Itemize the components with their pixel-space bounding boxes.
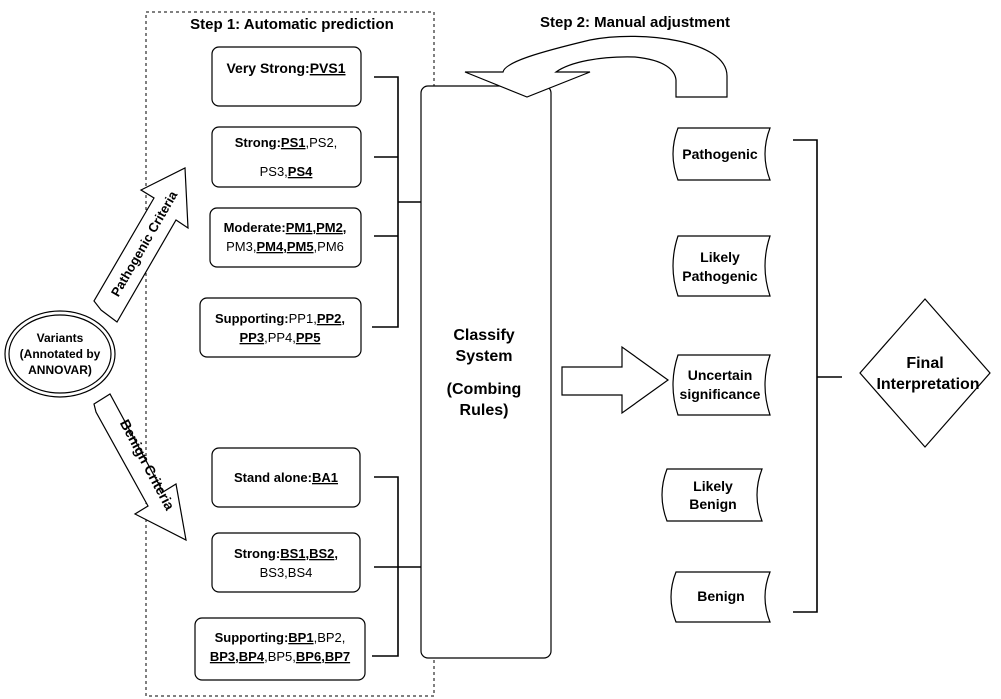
criterion-bs1: BS1 (280, 546, 305, 561)
variants-label-3: ANNOVAR) (28, 363, 92, 377)
criterion-pvs1: PVS1 (310, 60, 346, 76)
classify-label-1: Classify (453, 327, 514, 344)
outcome-uncertain-label-1: Uncertain (688, 367, 753, 383)
very-strong-box: Very Strong:PVS1 (211, 46, 362, 107)
outcome-benign: Benign (670, 571, 771, 623)
pathogenic-criteria-label: Pathogenic Criteria (108, 188, 181, 299)
criterion-bp3: BP3 (210, 649, 235, 664)
outcomes-bracket (793, 139, 842, 613)
stand-alone-label: Stand alone: (234, 470, 312, 485)
classify-label-4: Rules) (460, 402, 509, 419)
criterion-bp4: BP4 (239, 649, 265, 664)
criterion-pm2: PM2 (316, 220, 343, 235)
criterion-bs3-bs4: BS3,BS4 (260, 565, 313, 580)
criterion-pp3: PP3 (240, 330, 265, 345)
criterion-pp4: ,PP4, (264, 330, 296, 345)
criterion-ps3: PS3, (260, 164, 288, 179)
classify-label-3: (Combing (447, 381, 522, 398)
very-strong-label: Very Strong: (226, 60, 309, 76)
outcome-uncertain-label-2: significance (680, 386, 761, 402)
svg-text:Supporting:BP1,BP2,: Supporting:BP1,BP2, (215, 630, 346, 645)
criterion-pp2: PP2 (317, 311, 342, 326)
final-interpretation-node: Final Interpretation (859, 298, 991, 448)
svg-text:Strong:BS1,BS2,: Strong:BS1,BS2, (234, 546, 338, 561)
supporting-benign-label: Supporting: (215, 630, 289, 645)
criterion-ps2: ,PS2, (306, 135, 338, 150)
criterion-pm6: ,PM6 (314, 239, 344, 254)
svg-text:PM3,PM4,PM5,PM6: PM3,PM4,PM5,PM6 (226, 239, 344, 254)
manual-adjustment-arrow (464, 35, 728, 98)
supporting-benign-box: Supporting:BP1,BP2, BP3,BP4,BP5,BP6,BP7 (194, 617, 366, 681)
classify-label-2: System (456, 348, 513, 365)
classification-output-arrow (561, 345, 670, 415)
outcome-likely-benign-label-2: Benign (689, 496, 736, 512)
criterion-pm5: PM5 (287, 239, 314, 254)
svg-text:Strong:PS1,PS2,: Strong:PS1,PS2, (235, 135, 338, 150)
strong-benign-label: Strong: (234, 546, 280, 561)
supporting-label: Supporting: (215, 311, 289, 326)
svg-text:Supporting:PP1,PP2,: Supporting:PP1,PP2, (215, 311, 345, 326)
criterion-pp1: PP1, (289, 311, 317, 326)
criterion-pm3: PM3, (226, 239, 256, 254)
svg-text:PP3,PP4,PP5: PP3,PP4,PP5 (240, 330, 321, 345)
strong-label: Strong: (235, 135, 281, 150)
outcome-likely-benign: Likely Benign (661, 468, 763, 522)
outcome-benign-label: Benign (697, 588, 744, 604)
criterion-pp5: PP5 (296, 330, 321, 345)
svg-text:Moderate:PM1,PM2,: Moderate:PM1,PM2, (224, 220, 347, 235)
moderate-label: Moderate: (224, 220, 286, 235)
outcome-uncertain-significance: Uncertain significance (672, 354, 771, 416)
criterion-bp1: BP1 (288, 630, 313, 645)
outcome-likely-pathogenic-label-1: Likely (700, 249, 740, 265)
pathogenic-bracket (372, 76, 421, 328)
outcome-likely-pathogenic: Likely Pathogenic (672, 235, 771, 297)
svg-text:BP3,BP4,BP5,BP6,BP7: BP3,BP4,BP5,BP6,BP7 (210, 649, 350, 664)
criterion-bp6: BP6 (296, 649, 321, 664)
outcome-pathogenic-label: Pathogenic (682, 146, 758, 162)
benign-bracket (372, 476, 421, 657)
variants-node: Variants (Annotated by ANNOVAR) (4, 310, 116, 398)
final-label-2: Interpretation (876, 376, 979, 393)
strong-pathogenic-box: Strong:PS1,PS2, PS3,PS4 (211, 126, 362, 188)
classify-system-box: Classify System (Combing Rules) (420, 85, 552, 659)
criterion-pm4: PM4 (256, 239, 284, 254)
criterion-bp2: ,BP2, (314, 630, 346, 645)
criterion-bp7: BP7 (325, 649, 350, 664)
final-label-1: Final (906, 355, 943, 372)
criterion-bs2: BS2 (309, 546, 334, 561)
outcome-likely-pathogenic-label-2: Pathogenic (682, 268, 758, 284)
moderate-box: Moderate:PM1,PM2, PM3,PM4,PM5,PM6 (209, 207, 362, 268)
benign-criteria-arrow: Benign Criteria (93, 393, 187, 542)
criterion-ps4: PS4 (288, 164, 313, 179)
svg-text:Very Strong:PVS1: Very Strong:PVS1 (226, 60, 345, 76)
variants-label-2: (Annotated by (20, 347, 101, 361)
strong-benign-box: Strong:BS1,BS2, BS3,BS4 (211, 532, 361, 593)
svg-text:PS3,PS4: PS3,PS4 (260, 164, 314, 179)
pathogenic-criteria-arrow: Pathogenic Criteria (93, 167, 189, 323)
stand-alone-box: Stand alone:BA1 (211, 447, 361, 508)
criterion-ba1: BA1 (312, 470, 338, 485)
svg-text:Stand alone:BA1: Stand alone:BA1 (234, 470, 338, 485)
outcome-pathogenic: Pathogenic (672, 127, 771, 181)
criterion-pm1: PM1 (286, 220, 313, 235)
supporting-pathogenic-box: Supporting:PP1,PP2, PP3,PP4,PP5 (199, 297, 362, 358)
outcome-likely-benign-label-1: Likely (693, 478, 733, 494)
criterion-bp5: ,BP5, (264, 649, 296, 664)
criterion-ps1: PS1 (281, 135, 306, 150)
variants-label-1: Variants (37, 331, 84, 345)
step2-title: Step 2: Manual adjustment (540, 14, 730, 31)
step1-title: Step 1: Automatic prediction (190, 16, 394, 33)
